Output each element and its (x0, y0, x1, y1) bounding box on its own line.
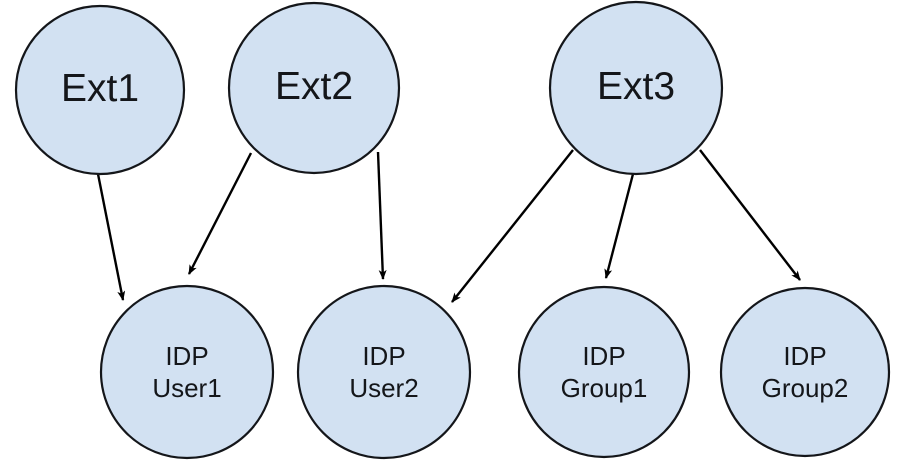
node-shape-idp-group1[interactable] (517, 285, 691, 459)
node-label-line1-ext1: Ext1 (61, 67, 139, 110)
node-shape-ext2[interactable] (227, 1, 401, 175)
node-shape-ext1[interactable] (14, 4, 186, 176)
node-shape-ext3[interactable] (548, 0, 724, 176)
node-label-ext2: Ext2 (275, 65, 353, 108)
edge-ext2-to-idp-user2 (376, 151, 387, 280)
node-shape-idp-group2[interactable] (719, 286, 891, 458)
node-shape-idp-user2[interactable] (296, 284, 472, 460)
node-label-ext3: Ext3 (597, 65, 675, 108)
edge-ext3-to-idp-group2 (699, 149, 801, 281)
edges-layer (96, 149, 801, 303)
node-label-line2-idp-user1: User1 (152, 373, 221, 403)
node-label-line1-ext2: Ext2 (275, 65, 353, 108)
node-label-line1-idp-group2: IDP (783, 341, 826, 371)
node-shape-idp-user1[interactable] (99, 284, 275, 460)
node-ext1[interactable]: Ext1 (14, 4, 186, 176)
node-label-ext1: Ext1 (61, 67, 139, 110)
edge-ext1-to-idp-user1 (96, 173, 126, 301)
node-label-line1-ext3: Ext3 (597, 65, 675, 108)
node-label-line2-idp-user2: User2 (349, 373, 418, 403)
edge-ext3-to-idp-group1 (604, 173, 635, 279)
edge-ext2-to-idp-user1 (187, 152, 253, 275)
node-label-line2-idp-group1: Group1 (561, 373, 648, 403)
node-ext3[interactable]: Ext3 (548, 0, 724, 176)
edge-ext3-to-idp-user2 (451, 149, 574, 303)
node-label-line1-idp-user1: IDP (165, 341, 208, 371)
node-label-line2-idp-group2: Group2 (762, 373, 849, 403)
node-label-line1-idp-group1: IDP (582, 341, 625, 371)
node-ext2[interactable]: Ext2 (227, 1, 401, 175)
node-label-line1-idp-user2: IDP (362, 341, 405, 371)
